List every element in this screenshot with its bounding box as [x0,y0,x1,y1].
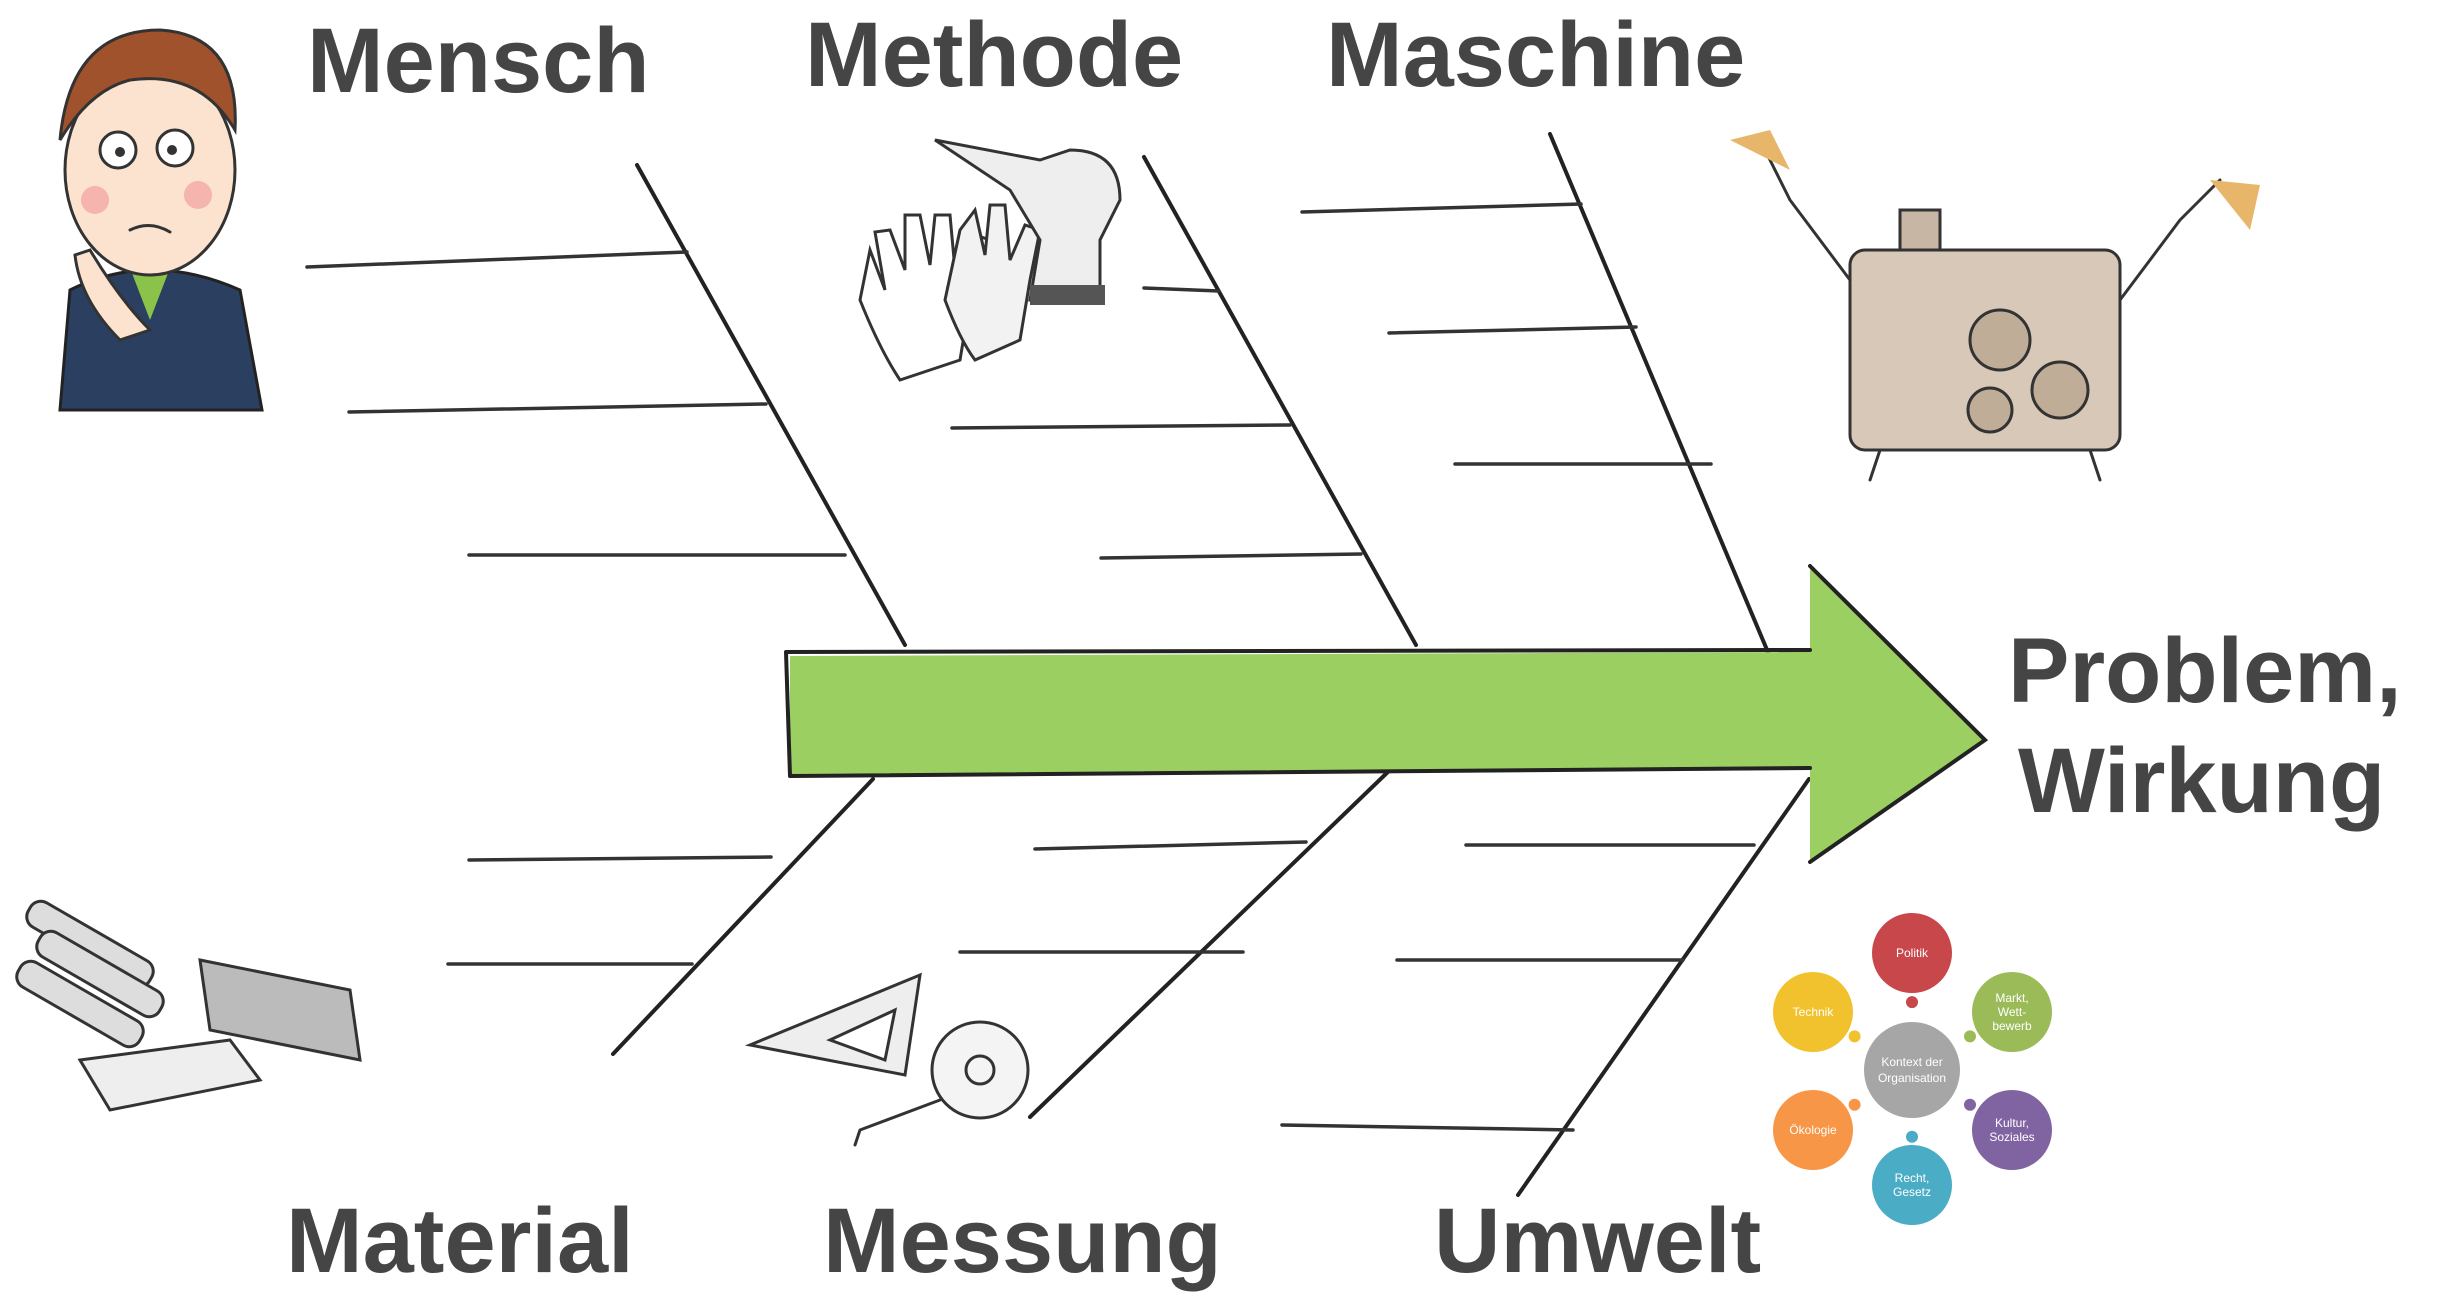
context-connector-dot [1906,996,1918,1009]
context-center-line2: Organisation [1878,1071,1946,1085]
main-arrow [784,564,1989,864]
category-label-mensch: Mensch [307,10,650,112]
context-circle [1872,1145,1952,1225]
category-label-umwelt: Umwelt [1434,1190,1761,1292]
bone-maschine [1300,132,1780,678]
context-circle [1972,1090,2052,1170]
effect-label-line1: Problem, [2008,620,2402,722]
category-label-maschine: Maschine [1326,4,1745,106]
category-label-material: Material [286,1190,634,1292]
context-circle-label: Kultur, [1995,1116,2029,1130]
bone-mensch [305,163,907,647]
person-icon [58,28,264,412]
bone-methode [950,155,1418,647]
category-label-messung: Messung [823,1190,1222,1292]
context-circle [1773,972,1853,1052]
context-circle [1972,972,2052,1052]
context-connector-dot [1848,1098,1861,1111]
context-connector-dot [1906,1130,1918,1143]
machine-icon [1730,130,2260,482]
context-center-circle [1864,1022,1960,1118]
context-diagram: Kontext der Organisation PolitikMarkt,We… [1773,913,2052,1225]
material-icon [15,899,362,1112]
gloves-drill-icon [858,138,1122,382]
context-circle-label: Technik [1793,1005,1835,1019]
context-circle [1872,913,1952,993]
context-connector-dot [1964,1030,1976,1043]
context-circle-label: bewerb [1992,1019,2032,1033]
context-circle [1773,1090,1853,1170]
context-circle-label: Ökologie [1789,1123,1837,1137]
context-connector-dot [1848,1030,1861,1043]
effect-label-line2: Wirkung [2018,730,2385,832]
context-circle-label: Politik [1896,946,1929,960]
context-center-line1: Kontext der [1881,1055,1942,1069]
ruler-tape-icon [744,972,1030,1147]
bone-umwelt [1280,777,1811,1197]
category-label-methode: Methode [805,4,1183,106]
context-circle-label: Wett- [1998,1005,2026,1019]
context-circle-label: Gesetz [1893,1185,1931,1199]
bone-material [446,777,875,1056]
context-circle-label: Markt, [1995,991,2028,1005]
context-circle-label: Soziales [1989,1130,2034,1144]
context-circle-label: Recht, [1895,1171,1930,1185]
bone-messung [958,766,1394,1119]
context-connector-dot [1964,1098,1976,1111]
